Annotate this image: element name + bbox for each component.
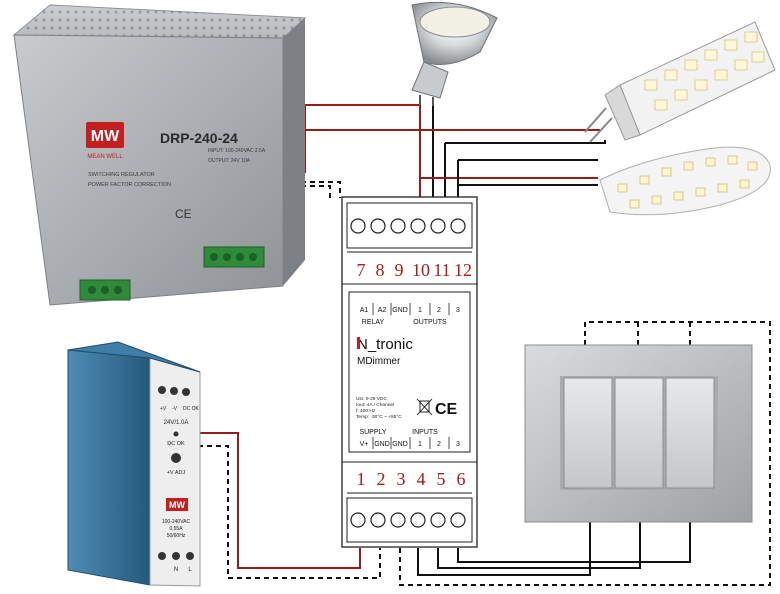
label-in-3: 3: [456, 441, 460, 448]
top-screws: [350, 218, 466, 234]
terminal-6: 6: [457, 469, 466, 489]
label-inputs: INPUTS: [412, 429, 438, 436]
spec-4: Temp: -30°C ~ +55°C: [356, 414, 402, 420]
label-supply: SUPPLY: [359, 429, 386, 436]
psu-small-l: L: [188, 567, 192, 573]
led-strip-icon: [599, 146, 771, 216]
module-face: [348, 291, 471, 453]
wire-strip-black: [457, 159, 598, 198]
psu-large-line1: SWITCHING REGULATOR: [88, 172, 155, 178]
wires: [198, 104, 771, 586]
wall-switch: [524, 344, 753, 523]
psu-large-model: DRP-240-24: [160, 130, 238, 146]
label-gnd-1: GND: [374, 441, 390, 448]
psu-small-label-vplus: +V: [160, 406, 167, 412]
ce-mark-large: CE: [175, 207, 192, 221]
psu-small-current: 0.55A: [169, 526, 183, 532]
terminal-4: 4: [417, 469, 426, 489]
label-relay: RELAY: [362, 319, 385, 326]
wire-switch-1: [417, 512, 591, 576]
spec-2: Iout: 4A / Channel: [356, 402, 394, 408]
psu-small-input: 100-240VAC: [162, 519, 191, 525]
terminal-10: 10: [412, 260, 430, 280]
wire-switch-common: [399, 321, 771, 586]
psu-small-adj: +V ADJ: [167, 470, 186, 476]
spec-3: f: 400 Hz: [356, 408, 376, 414]
terminal-7: 7: [357, 260, 366, 280]
rocker-3: [665, 377, 715, 489]
label-outputs: OUTPUTS: [413, 319, 447, 326]
label-out-2: 2: [437, 307, 441, 314]
label-gnd-2: GND: [392, 441, 408, 448]
halogen-bulb-icon: [411, 1, 498, 106]
wire-switch-2: [437, 512, 641, 569]
psu-small-label-vminus: -V: [172, 406, 178, 412]
psu-small-dcok: DC OK: [167, 441, 185, 447]
led-bulb-icon: [584, 21, 776, 143]
brand-n-accent: [357, 337, 360, 349]
psu-small-n: N: [174, 567, 178, 573]
terminal-3: 3: [397, 469, 406, 489]
rocker-1: [563, 377, 613, 489]
psu-large-output: OUTPUT: 24V 10A: [208, 158, 251, 164]
terminal-11: 11: [433, 260, 450, 280]
spec-1: Uin: 9-29 VDC: [356, 396, 387, 402]
terminal-9: 9: [395, 260, 404, 280]
psu-large-line2: POWER FACTOR CORRECTION: [88, 182, 171, 188]
psu-large-brand-sub: MEAN WELL: [87, 154, 123, 160]
label-gnd-top: GND: [392, 307, 408, 314]
terminal-5: 5: [437, 469, 446, 489]
mdimmer-module: 7 8 9 10 11 12 A1 A2 GND 1 2 3 RELAY OUT…: [341, 196, 478, 548]
terminal-1: 1: [357, 469, 366, 489]
label-in-1: 1: [418, 441, 422, 448]
terminal-12: 12: [454, 260, 472, 280]
rocker-2: [614, 377, 664, 489]
wire-psu-small-minus: [198, 445, 381, 579]
product-name: MDimmer: [357, 356, 401, 367]
label-out-1: 1: [418, 307, 422, 314]
mw-logo: [86, 122, 124, 148]
brand-ntronic: N_tronic: [357, 336, 413, 353]
ce-mark: CE: [435, 401, 458, 418]
psu-small-brand: MW: [169, 500, 185, 510]
wire-switch-3: [457, 512, 691, 563]
psu-small-label-dcok: DC OK: [183, 406, 200, 412]
psu-small-freq: 50/60Hz: [167, 533, 186, 539]
label-out-3: 3: [456, 307, 460, 314]
psu-small: +V -V DC OK 24V/1.0A DC OK +V ADJ MW 100…: [67, 341, 201, 587]
label-a2: A2: [378, 307, 387, 314]
label-vplus: V+: [360, 441, 369, 448]
terminal-8: 8: [376, 260, 385, 280]
label-a1: A1: [360, 307, 369, 314]
psu-large-brand: MW: [91, 128, 120, 145]
weee-icon: [416, 398, 433, 416]
mw-logo-small: [166, 498, 188, 511]
psu-large: MW MEAN WELL DRP-240-24 SWITCHING REGULA…: [12, 4, 307, 306]
wire-psu-large-gnd: [283, 185, 331, 198]
wire-led-bulb-black: [444, 140, 606, 198]
psu-small-rating: 24V/1.0A: [164, 420, 189, 426]
wire-psu-small-plus: [198, 432, 361, 569]
psu-large-terminal-out: [203, 246, 265, 268]
label-in-2: 2: [437, 441, 441, 448]
terminal-2: 2: [377, 469, 386, 489]
psu-large-input: INPUT: 100-240VAC 2.5A: [208, 148, 266, 154]
bottom-screws: [350, 512, 466, 528]
